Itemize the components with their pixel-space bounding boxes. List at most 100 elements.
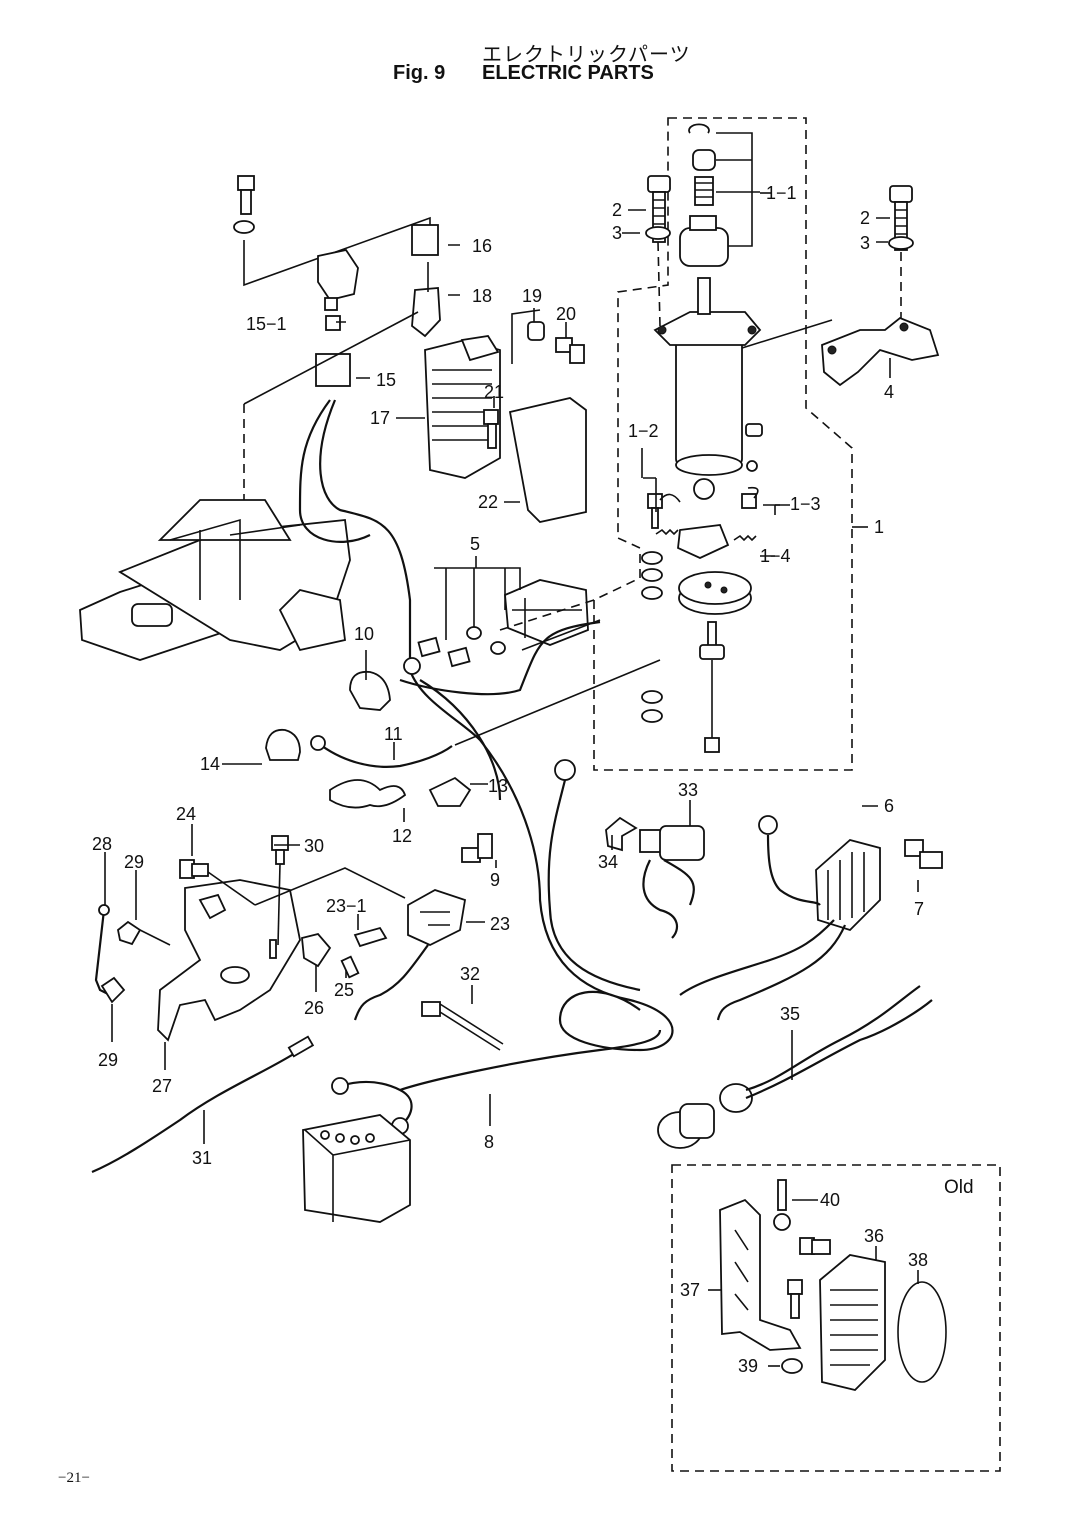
o-ring-38 <box>897 1281 947 1383</box>
callout-13: 13 <box>488 776 508 796</box>
callout-15: 15 <box>376 370 396 390</box>
callout-15-1: 15−1 <box>246 314 287 334</box>
bracket-37 <box>719 1198 802 1351</box>
old-inset-label: Old <box>944 1177 974 1198</box>
connector-15 <box>315 353 351 387</box>
callout-10: 10 <box>354 624 374 644</box>
cable-31 <box>91 1049 301 1174</box>
starter-motor <box>653 277 762 476</box>
callout-28: 28 <box>92 834 112 854</box>
starter-bracket <box>821 316 940 387</box>
callout-32: 32 <box>460 964 480 984</box>
callout-4: 4 <box>884 382 894 402</box>
callout-2-right: 2 <box>860 208 870 228</box>
bolt-24 <box>179 859 209 879</box>
figure-number: Fig. 9 <box>393 62 446 84</box>
callout-5: 5 <box>470 534 480 554</box>
cover-22 <box>508 397 587 523</box>
callout-3-right: 3 <box>860 233 870 253</box>
starter-washers <box>641 551 663 723</box>
collar-19 <box>527 321 545 341</box>
key-switch-35 <box>657 985 933 1149</box>
callout-7: 7 <box>914 899 924 919</box>
leader-lines <box>104 192 919 1367</box>
engine-section <box>79 499 351 661</box>
cap-14 <box>265 728 301 761</box>
regulator-36 <box>819 1254 886 1391</box>
terminal-40 <box>773 1179 791 1231</box>
callout-14: 14 <box>200 754 220 774</box>
brush-holder <box>647 486 759 559</box>
pin-25 <box>340 955 360 979</box>
callout-17: 17 <box>370 408 390 428</box>
inset-bolts <box>787 1237 831 1319</box>
callout-1: 1 <box>874 517 884 537</box>
callout-24: 24 <box>176 804 196 824</box>
pinion-set <box>679 123 729 267</box>
callout-31: 31 <box>192 1148 212 1168</box>
callout-27: 27 <box>152 1076 172 1096</box>
coil-bolts <box>417 626 506 668</box>
relay-fuse <box>325 315 341 331</box>
callout-3-left: 3 <box>612 223 622 243</box>
callout-33: 33 <box>678 780 698 800</box>
callout-36: 36 <box>864 1226 884 1246</box>
screw-30 <box>271 835 289 865</box>
callout-30: 30 <box>304 836 324 856</box>
callout-22: 22 <box>478 492 498 512</box>
cap-10 <box>349 670 391 711</box>
title-english: ELECTRIC PARTS <box>482 62 654 84</box>
clip-34 <box>605 816 638 852</box>
callout-21: 21 <box>484 382 504 402</box>
callout-40: 40 <box>820 1190 840 1210</box>
cable-11 <box>317 742 453 768</box>
callout-35: 35 <box>780 1004 800 1024</box>
battery <box>302 1114 411 1223</box>
clip-26 <box>301 932 332 968</box>
screw-21 <box>483 409 499 449</box>
callout-25: 25 <box>334 980 354 1000</box>
rectifier-17 <box>424 335 501 479</box>
old-inset-frame <box>671 1164 1001 1472</box>
callout-1-2: 1−2 <box>628 421 659 441</box>
washer-39 <box>781 1358 803 1374</box>
callout-39: 39 <box>738 1356 758 1376</box>
callout-8: 8 <box>484 1132 494 1152</box>
terminal-13 <box>428 776 472 807</box>
grommet-12 <box>329 779 407 809</box>
starter-relay <box>317 248 359 311</box>
cable-tie-32 <box>421 1001 504 1051</box>
screw-20 <box>555 337 585 364</box>
title-japanese: エレクトリックパーツ <box>482 42 691 66</box>
bracket-18 <box>411 287 441 338</box>
ignition-coil <box>504 579 589 646</box>
callout-11: 11 <box>384 724 403 744</box>
callout-18: 18 <box>472 286 492 306</box>
callout-29-lower: 29 <box>98 1050 118 1070</box>
clip-29-upper <box>117 920 142 946</box>
starter-bolt-left <box>645 175 671 243</box>
relay-bolt <box>233 175 255 234</box>
callout-2-left: 2 <box>612 200 622 220</box>
through-bolt <box>699 621 725 753</box>
callout-1-4: 1−4 <box>760 546 791 566</box>
callout-9: 9 <box>490 870 500 890</box>
bracket-bolt-right <box>888 185 914 320</box>
page-number: −21− <box>58 1470 90 1486</box>
bolt-7 <box>904 839 943 869</box>
callout-19: 19 <box>522 286 542 306</box>
switch-33 <box>639 825 705 939</box>
relay-16 <box>411 224 439 256</box>
callout-1-1: 1−1 <box>766 183 797 203</box>
clip-29-lower <box>100 976 126 1004</box>
callout-16: 16 <box>472 236 492 256</box>
end-cover <box>678 571 752 615</box>
callout-23: 23 <box>490 914 510 934</box>
callout-37: 37 <box>680 1280 700 1300</box>
callout-38: 38 <box>908 1250 928 1270</box>
callout-29-upper: 29 <box>124 852 144 872</box>
battery-cable-8 <box>339 1029 662 1126</box>
callout-23-1: 23−1 <box>326 896 367 916</box>
callout-26: 26 <box>304 998 324 1018</box>
